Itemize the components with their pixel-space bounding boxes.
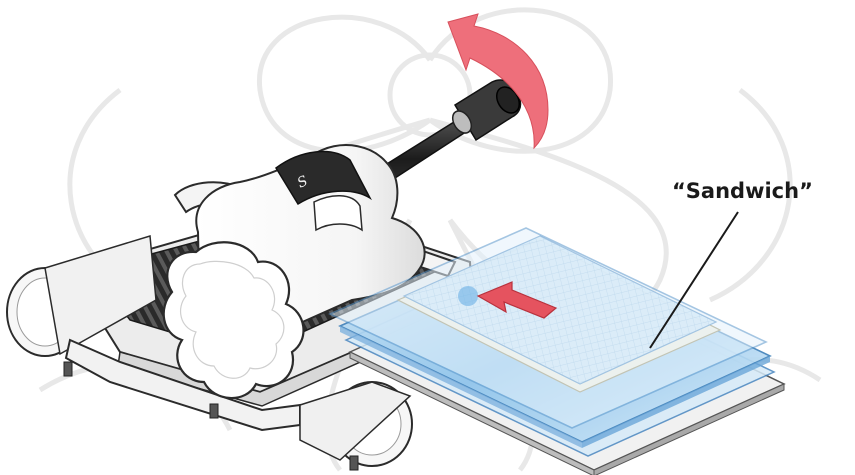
callout-label: “Sandwich”: [672, 179, 813, 203]
